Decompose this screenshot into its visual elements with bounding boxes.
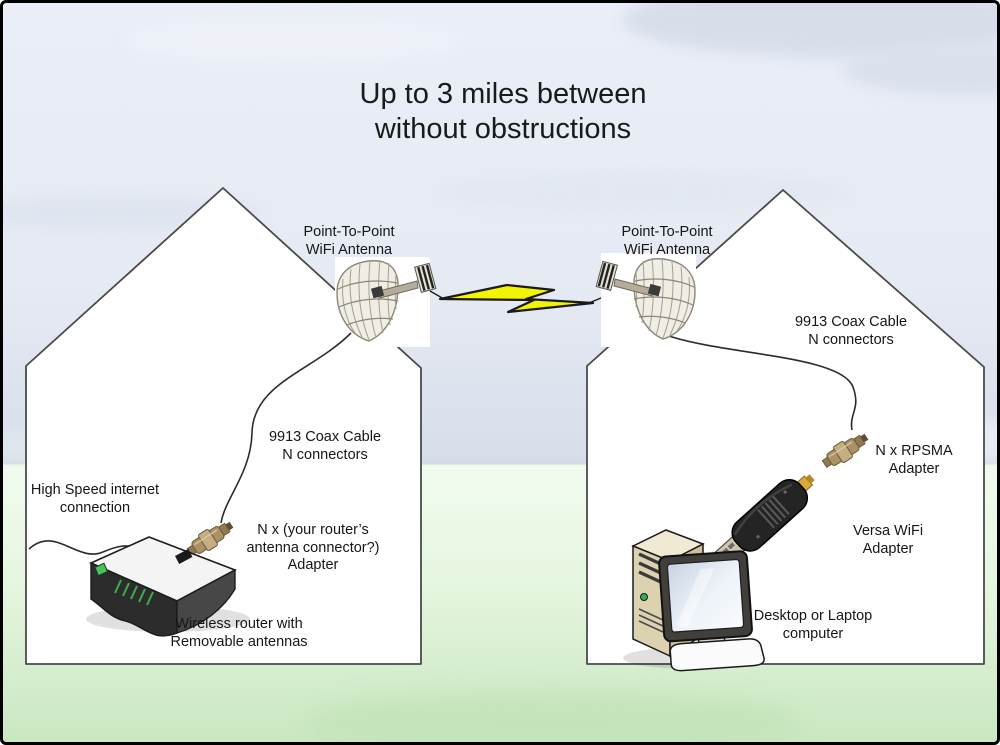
router-icon xyxy=(86,536,250,637)
left-antenna-label: Point-To-Point WiFi Antenna xyxy=(303,224,395,258)
router-label: Wireless router with Removable antennas xyxy=(170,616,308,650)
diagram-canvas xyxy=(25,187,985,672)
computer-icon xyxy=(623,529,765,672)
internet-cable xyxy=(28,540,136,555)
rpsma-adapter-label: N x RPSMA Adapter xyxy=(875,443,953,477)
versa-wifi-adapter-label: Versa WiFi Adapter xyxy=(852,523,924,557)
left-adapter-label: N x (your router’s antenna connector?) A… xyxy=(246,522,380,574)
right-coax-label: 9913 Coax Cable N connectors xyxy=(794,314,908,348)
right-antenna-label: Point-To-Point WiFi Antenna xyxy=(621,224,713,258)
cloud xyxy=(123,17,463,63)
left-coax-cable xyxy=(220,332,352,524)
left-house xyxy=(25,187,422,665)
internet-connection-label: High Speed internet connection xyxy=(30,482,160,516)
computer-label: Desktop or Laptop computer xyxy=(753,608,873,642)
ground-shade xyxy=(303,691,803,742)
right-coax-cable xyxy=(665,334,857,431)
diagram-title: Up to 3 miles between without obstructio… xyxy=(359,78,647,145)
lightning-bolt-icon xyxy=(429,283,602,314)
left-coax-label: 9913 Coax Cable N connectors xyxy=(268,429,382,463)
